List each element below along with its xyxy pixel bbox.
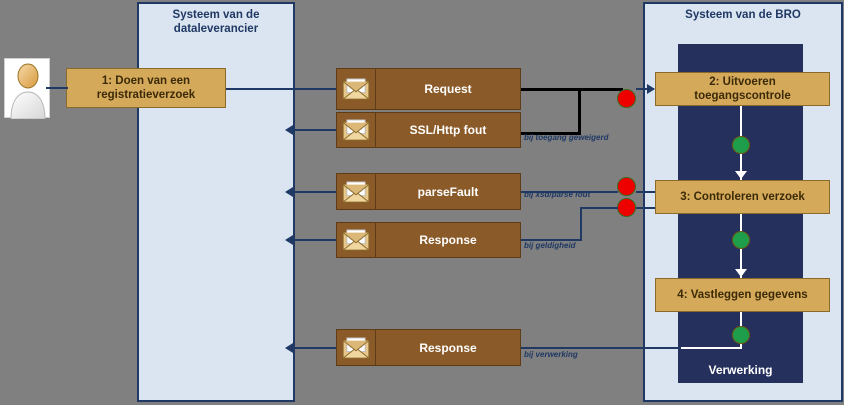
envelope-icon (337, 69, 376, 109)
message-box-parsefault[interactable]: parseFault (336, 173, 521, 210)
error-dot-access (617, 89, 636, 108)
link-processing-out (678, 347, 742, 349)
link-final-response (521, 347, 681, 349)
link-validation-to-response (521, 239, 582, 241)
link-request-out (521, 88, 581, 91)
message-box-parsefault-label: parseFault (417, 184, 479, 199)
arrowhead-final-response (285, 343, 293, 353)
error-dot-parse (617, 177, 636, 196)
message-box-response-validation[interactable]: Response (336, 222, 521, 258)
envelope-icon (337, 223, 376, 257)
link-request-elbow-bottom (521, 132, 581, 135)
message-box-response-final[interactable]: Response (336, 329, 521, 366)
ok-dot-processing (732, 326, 750, 344)
arrowhead-step3 (735, 171, 747, 179)
link-response-validation-return (295, 239, 336, 241)
link-parsefault-return (295, 191, 336, 193)
message-box-response-final-label: Response (419, 340, 477, 355)
error-dot-validation (617, 198, 636, 217)
arrowhead-step2 (647, 84, 655, 94)
actor (4, 58, 50, 120)
link-actor-step1 (46, 87, 68, 89)
lane-bro-title: Systeem van de BRO (685, 9, 801, 21)
process-box-step4-label: 4: Vastleggen gegevens (677, 289, 808, 301)
note-parse-fout: bij xsd/parse fout (524, 190, 591, 199)
process-box-step2[interactable]: 2: Uitvoeren toegangscontrole (655, 72, 830, 106)
note-verwerking: bij verwerking (524, 350, 578, 359)
link-dot-validation-step3 (636, 207, 655, 209)
note-toegang-geweigerd: bij toegang geweigerd (524, 133, 609, 142)
lane-dataleverancier-title: Systeem van de dataleverancier (172, 9, 260, 35)
process-box-step1-label: 1: Doen van een registratieverzoek (96, 75, 196, 101)
link-step1-request (226, 88, 336, 90)
message-box-response-validation-label: Response (419, 233, 477, 247)
ok-dot-access (732, 136, 750, 154)
link-ssl-fout-return (295, 129, 336, 131)
envelope-icon (337, 330, 376, 365)
arrowhead-ssl-fout (285, 125, 293, 135)
message-box-ssl-fout[interactable]: SSL/Http fout (336, 112, 521, 148)
process-box-step3[interactable]: 3: Controleren verzoek (655, 180, 830, 214)
processing-label: Verwerking (708, 363, 773, 377)
lane-dataleverancier (137, 2, 295, 402)
link-final-response-return (295, 347, 336, 349)
process-box-step1[interactable]: 1: Doen van een registratieverzoek (66, 68, 226, 108)
arrowhead-response-validation (285, 235, 293, 245)
link-validation-from-dot (580, 207, 618, 209)
envelope-icon (337, 174, 376, 209)
link-dot-parse-step3 (636, 191, 655, 193)
process-box-step2-label: 2: Uitvoeren toegangscontrole (694, 76, 791, 102)
message-box-request[interactable]: Request (336, 68, 521, 110)
link-parsefault-from-dot (521, 191, 618, 193)
arrowhead-step4 (735, 269, 747, 277)
process-box-step4[interactable]: 4: Vastleggen gegevens (655, 278, 830, 312)
ok-dot-validation (732, 231, 750, 249)
user-icon (10, 63, 46, 120)
link-request-to-dot (578, 88, 623, 91)
link-validation-elbow (580, 207, 582, 241)
link-to-step2 (636, 88, 654, 90)
link-request-elbow-vert (578, 88, 581, 135)
process-box-step3-label: 3: Controleren verzoek (680, 191, 805, 203)
message-box-ssl-fout-label: SSL/Http fout (409, 123, 487, 137)
message-box-request-label: Request (424, 82, 472, 96)
arrowhead-parsefault (285, 187, 293, 197)
note-geldigheid: bij geldigheid (524, 241, 576, 250)
envelope-icon (337, 113, 376, 147)
